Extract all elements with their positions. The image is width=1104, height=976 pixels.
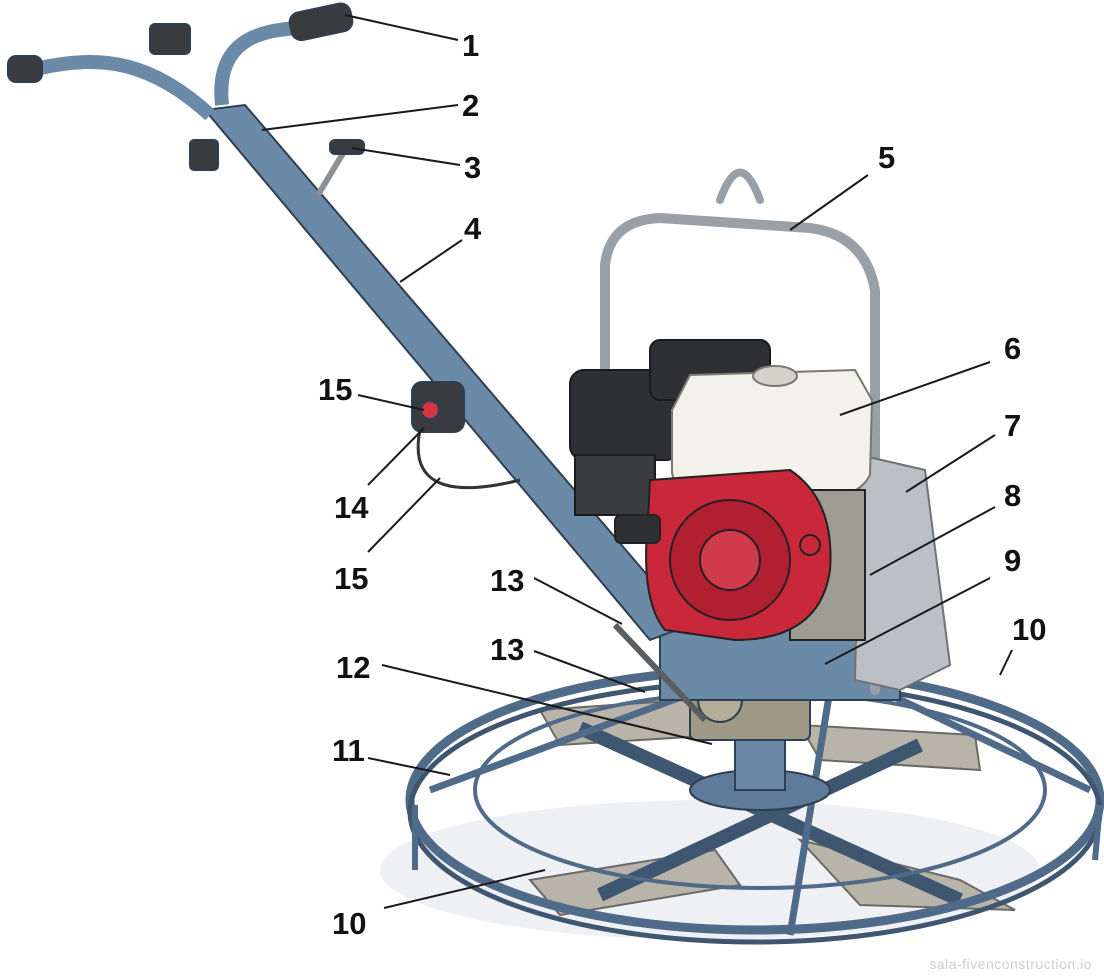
engine-side-plate — [853, 453, 952, 692]
callout-label: 7 — [1004, 408, 1022, 443]
watermark: sala-fivenconstruction.io — [929, 956, 1092, 972]
callout-label: 14 — [334, 490, 369, 525]
callout-label: 11 — [332, 733, 365, 768]
callout-label: 12 — [336, 650, 371, 685]
guard-rings — [405, 665, 1104, 945]
callout-label: 1 — [462, 28, 480, 63]
callout-label: 15 — [334, 561, 369, 596]
callout-label: 13 — [490, 632, 525, 667]
leader-lines — [261, 14, 1013, 909]
lifting-cage — [600, 168, 880, 695]
callout-label: 5 — [878, 140, 896, 175]
callout-label: 8 — [1004, 478, 1022, 513]
callout-label: 13 — [490, 563, 525, 598]
engine-block — [614, 468, 866, 642]
callout-label: 15 — [318, 372, 353, 407]
callout-label: 2 — [462, 88, 480, 123]
callout-label: 9 — [1004, 543, 1022, 578]
callout-label: 4 — [464, 211, 482, 246]
engine-air-filter — [569, 339, 771, 516]
callout-label: 6 — [1004, 331, 1022, 366]
callout-label: 10 — [1012, 612, 1047, 647]
callout-label: 10 — [332, 906, 367, 941]
callout-label: 3 — [464, 150, 482, 185]
